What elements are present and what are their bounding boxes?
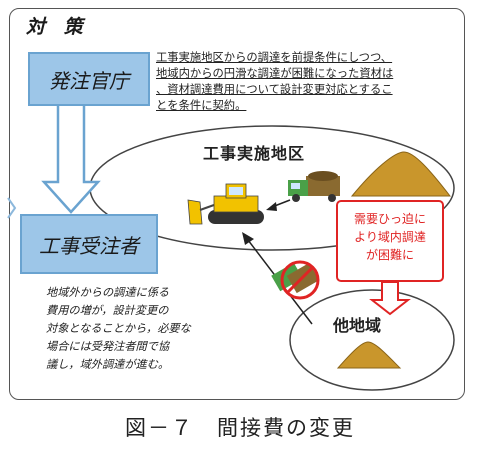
condition-line: 、資材調達費用について設計変更対応とするこ (156, 83, 393, 96)
callout-line: より域内調達 (354, 230, 426, 244)
restricted-truck-icon (271, 260, 320, 300)
soil-pile-small-icon (336, 341, 402, 369)
figure-caption: 図－７ 間接費の変更 (125, 416, 355, 440)
orderer-to-contractor-arrow (41, 100, 101, 214)
site-label: 工事実施地区 (203, 144, 306, 163)
orderer-label: 発注官庁 (49, 68, 129, 93)
condition-text: 工事実施地区からの調達を前提条件にしつつ、 地域内からの円滑な調達が困難になった… (156, 50, 456, 114)
callout-line: 需要ひっ迫に (353, 212, 426, 226)
effect-line: 対象となることから，必要な (46, 322, 191, 335)
effect-line: 費用の増が，設計変更の (46, 304, 169, 317)
orderer-box: 発注官庁 (28, 52, 150, 106)
condition-line: 工事実施地区からの調達を前提条件にしつつ、 (156, 51, 393, 64)
condition-line: とを条件に契約。 (156, 99, 247, 112)
effect-text: 地域外からの調達に係る 費用の増が，設計変更の 対象となることから，必要な 場合… (46, 284, 266, 374)
dump-truck-icon (288, 171, 340, 202)
condition-line: 地域内からの円滑な調達が困難になった資材は (156, 67, 394, 80)
shortage-callout: 需要ひっ迫に より域内調達 が困難に (336, 200, 444, 282)
callout-line: が困難に (365, 248, 414, 262)
contractor-label: 工事受注者 (39, 233, 139, 258)
other-area-label: 他地域 (333, 316, 382, 335)
heading: 対 策 (26, 16, 89, 38)
callout-down-arrow (369, 281, 411, 316)
soil-pile-icon (350, 151, 452, 197)
effect-line: 地域外からの調達に係る (46, 286, 170, 299)
effect-line: 場合には受発注者間で協 (46, 340, 170, 353)
left-edge-chevron-icon (7, 197, 17, 219)
effect-line: 議し，域外調達が進む。 (46, 358, 170, 371)
other-area-ellipse (289, 289, 455, 391)
bulldozer-icon (187, 183, 264, 225)
contractor-box: 工事受注者 (20, 214, 158, 274)
